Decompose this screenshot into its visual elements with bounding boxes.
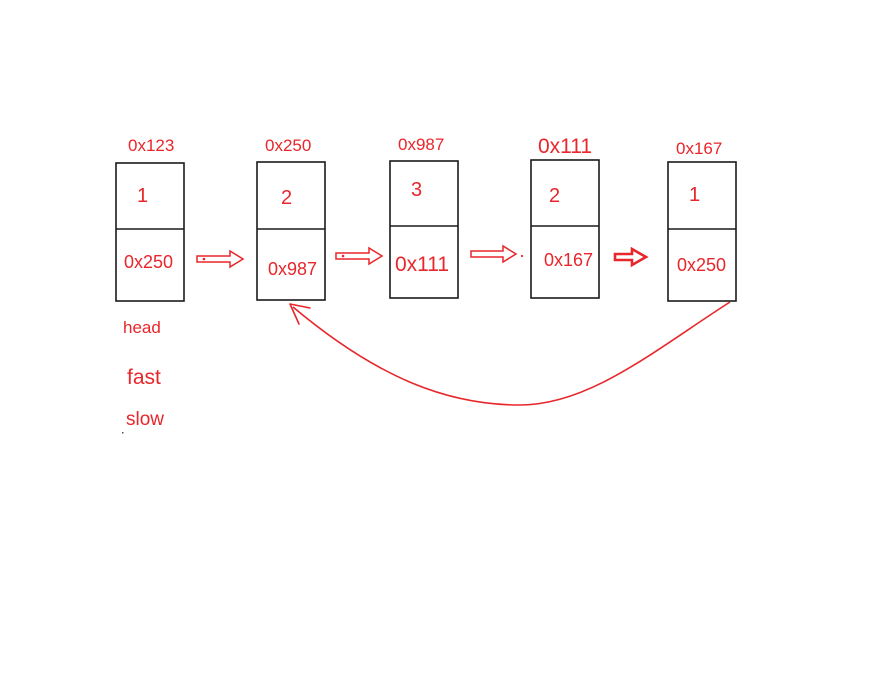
slow-pointer-label: slow	[126, 409, 165, 430]
stray-mark	[122, 432, 124, 434]
arrow-dot-icon	[202, 257, 206, 261]
node-address-label: 0x167	[676, 139, 723, 158]
head-pointer-label: head	[123, 318, 161, 337]
node-address-label: 0x987	[398, 135, 445, 154]
node-address-label: 0x111	[538, 135, 593, 158]
next-arrow-icon	[470, 244, 518, 264]
node-next-pointer-label: 0x167	[544, 250, 594, 270]
next-arrow-icon	[196, 249, 245, 269]
node-box-3	[530, 159, 600, 299]
fast-pointer-label: fast	[127, 366, 161, 389]
node-address-label: 0x250	[265, 136, 312, 155]
node-value-label: 2	[281, 187, 293, 209]
node-next-pointer-label: 0x250	[677, 255, 727, 275]
node-box-4	[667, 161, 737, 302]
node-box-0	[115, 162, 185, 302]
cycle-arrowhead-icon	[289, 303, 311, 325]
arrow-dot-icon	[520, 254, 524, 258]
cycle-link-curve	[292, 301, 731, 406]
next-arrow-icon	[613, 246, 649, 268]
node-next-pointer-label: 0x987	[268, 259, 318, 279]
arrow-dot-icon	[341, 254, 345, 258]
node-value-label: 1	[137, 185, 149, 207]
node-box-2	[389, 160, 459, 299]
node-box-1	[256, 161, 326, 301]
node-value-label: 2	[549, 185, 561, 207]
next-arrow-icon	[335, 246, 384, 266]
node-next-pointer-label: 0x111	[395, 253, 450, 276]
node-next-pointer-label: 0x250	[124, 252, 174, 272]
node-address-label: 0x123	[128, 136, 175, 155]
node-value-label: 3	[411, 179, 423, 201]
node-value-label: 1	[689, 184, 701, 206]
